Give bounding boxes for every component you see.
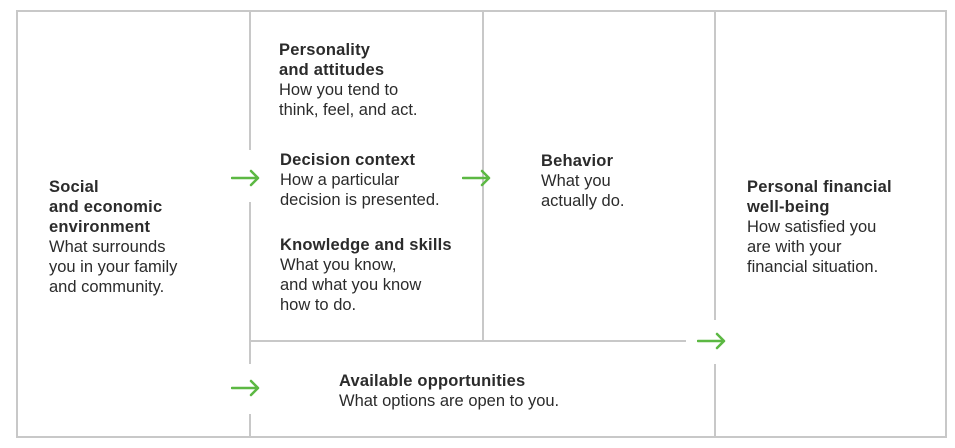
decision-title: Decision context xyxy=(280,151,416,169)
knowledge-desc-2: and what you know xyxy=(280,276,422,294)
right-arrow-icon xyxy=(231,379,261,397)
social-environment-block: Social and economic environment What sur… xyxy=(49,177,177,297)
behavior-desc-1: What you xyxy=(541,172,611,190)
divider-middle xyxy=(482,10,484,342)
wellbeing-title-2: well-being xyxy=(747,198,830,216)
knowledge-skills-block: Knowledge and skills What you know, and … xyxy=(280,235,452,315)
social-desc-2: you in your family xyxy=(49,258,178,276)
wellbeing-title-1: Personal financial xyxy=(747,178,892,196)
right-arrow-icon xyxy=(462,169,492,187)
divider-right xyxy=(714,10,716,438)
divider-left xyxy=(249,10,251,438)
personality-title-2: and attitudes xyxy=(279,61,385,79)
social-desc-1: What surrounds xyxy=(49,238,166,256)
social-title-2: and economic xyxy=(49,198,163,216)
social-title-1: Social xyxy=(49,178,99,196)
social-desc-3: and community. xyxy=(49,278,165,296)
decision-context-block: Decision context How a particular decisi… xyxy=(280,150,440,210)
knowledge-title: Knowledge and skills xyxy=(280,236,452,254)
behavior-block: Behavior What you actually do. xyxy=(541,151,624,211)
personality-title-1: Personality xyxy=(279,41,371,59)
social-title-3: environment xyxy=(49,218,151,236)
knowledge-desc-3: how to do. xyxy=(280,296,357,314)
behavior-desc-2: actually do. xyxy=(541,192,625,210)
wellbeing-desc-3: financial situation. xyxy=(747,258,879,276)
wellbeing-desc-1: How satisfied you xyxy=(747,218,877,236)
personality-block: Personality and attitudes How you tend t… xyxy=(279,40,418,120)
divider-horizontal xyxy=(249,340,716,342)
diagram-frame xyxy=(16,10,947,438)
knowledge-desc-1: What you know, xyxy=(280,256,397,274)
personality-desc-2: think, feel, and act. xyxy=(279,101,418,119)
opportunities-desc: What options are open to you. xyxy=(339,392,560,410)
decision-desc-2: decision is presented. xyxy=(280,191,440,209)
wellbeing-desc-2: are with your xyxy=(747,238,842,256)
financial-wellbeing-block: Personal financial well-being How satisf… xyxy=(747,177,892,277)
right-arrow-icon xyxy=(231,169,261,187)
opportunities-title: Available opportunities xyxy=(339,372,526,390)
decision-desc-1: How a particular xyxy=(280,171,400,189)
behavior-title: Behavior xyxy=(541,152,614,170)
right-arrow-icon xyxy=(697,332,727,350)
available-opportunities-block: Available opportunities What options are… xyxy=(339,371,559,411)
personality-desc-1: How you tend to xyxy=(279,81,399,99)
